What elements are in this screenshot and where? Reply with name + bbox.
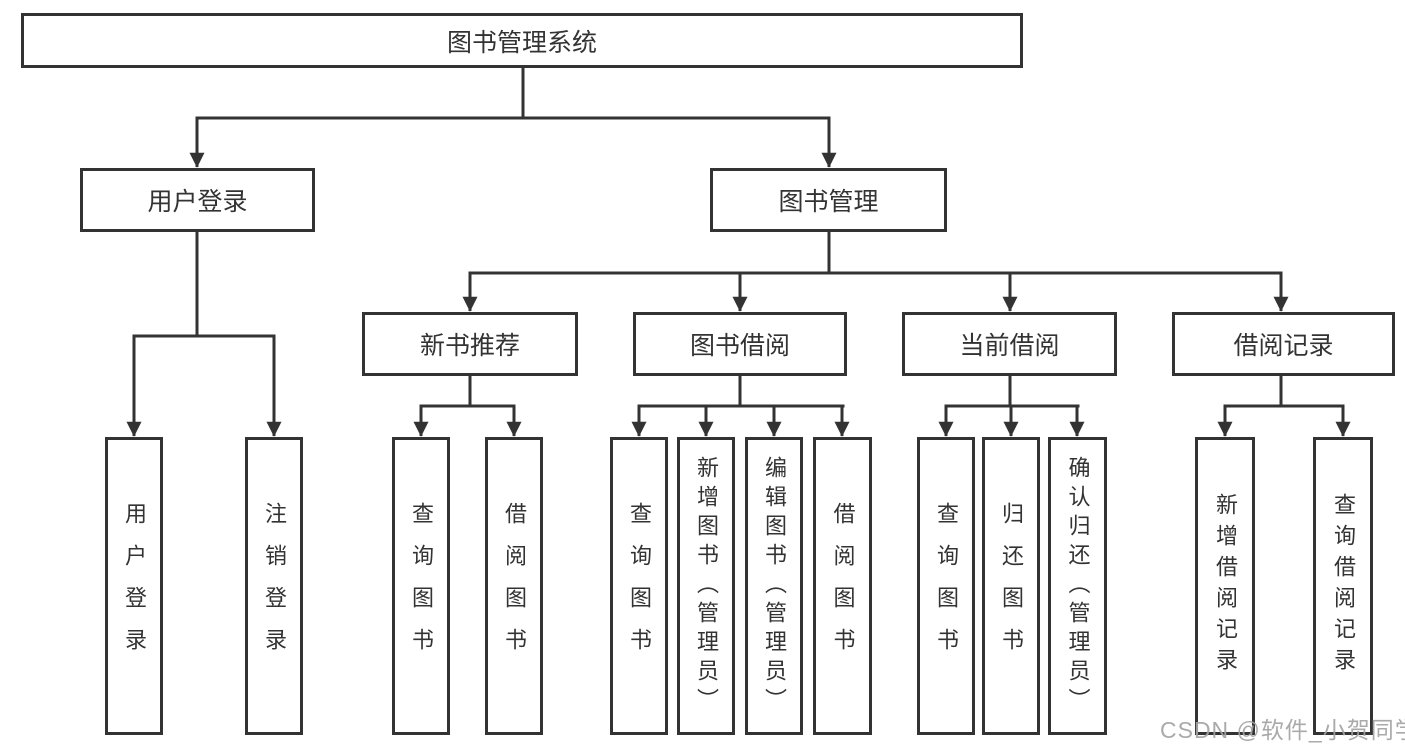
node-label: 查询图书 xyxy=(409,502,434,670)
node-label: 当前借阅 xyxy=(959,332,1060,360)
node-book-management: 图书管理 xyxy=(710,168,947,232)
leaf-add-book-admin: 新增图书（管理员） xyxy=(677,437,735,735)
node-label: 借阅记录 xyxy=(1233,332,1334,360)
leaf-borrow-books-borrowing: 借阅图书 xyxy=(813,437,872,735)
csdn-watermark: CSDN @软件_小贺同学 xyxy=(1160,717,1405,743)
node-book-borrowing: 图书借阅 xyxy=(633,312,847,376)
node-borrowing-records: 借阅记录 xyxy=(1172,312,1395,376)
node-label: 查询借阅记录 xyxy=(1331,493,1356,679)
node-library-management-system: 图书管理系统 xyxy=(21,13,1023,68)
node-label: 图书借阅 xyxy=(689,332,790,360)
leaf-add-borrow-record: 新增借阅记录 xyxy=(1195,437,1255,735)
leaf-edit-book-admin: 编辑图书（管理员） xyxy=(745,437,803,735)
node-label: 借阅图书 xyxy=(502,502,527,670)
leaf-user-login: 用户登录 xyxy=(105,437,163,735)
node-label: 借阅图书 xyxy=(830,502,856,670)
node-label: 查询图书 xyxy=(627,502,652,670)
node-label: 新增图书（管理员） xyxy=(694,455,719,717)
leaf-return-books: 归还图书 xyxy=(982,437,1040,735)
node-label: 用户登录 xyxy=(122,502,147,670)
node-label: 注销登录 xyxy=(262,502,287,670)
node-new-book-recommendation: 新书推荐 xyxy=(362,312,578,376)
node-label: 新增借阅记录 xyxy=(1213,493,1238,679)
leaf-borrow-books-recommend: 借阅图书 xyxy=(485,437,543,735)
leaf-logout: 注销登录 xyxy=(245,437,303,735)
leaf-confirm-return-admin: 确认归还（管理员） xyxy=(1048,437,1107,735)
node-label: 图书管理系统 xyxy=(446,28,597,57)
leaf-query-books-current: 查询图书 xyxy=(917,437,975,735)
node-label: 查询图书 xyxy=(934,502,959,670)
node-user-login: 用户登录 xyxy=(80,168,315,232)
node-label: 新书推荐 xyxy=(419,332,520,360)
node-label: 用户登录 xyxy=(147,188,248,216)
node-label: 确认归还（管理员） xyxy=(1065,455,1091,717)
node-current-borrowing: 当前借阅 xyxy=(902,312,1117,376)
node-label: 归还图书 xyxy=(999,502,1024,670)
node-label: 编辑图书（管理员） xyxy=(762,455,787,717)
node-label: 图书管理 xyxy=(778,188,879,216)
leaf-query-books-borrowing: 查询图书 xyxy=(610,437,668,735)
leaf-query-borrow-record: 查询借阅记录 xyxy=(1313,437,1373,735)
leaf-query-books-recommend: 查询图书 xyxy=(392,437,450,735)
